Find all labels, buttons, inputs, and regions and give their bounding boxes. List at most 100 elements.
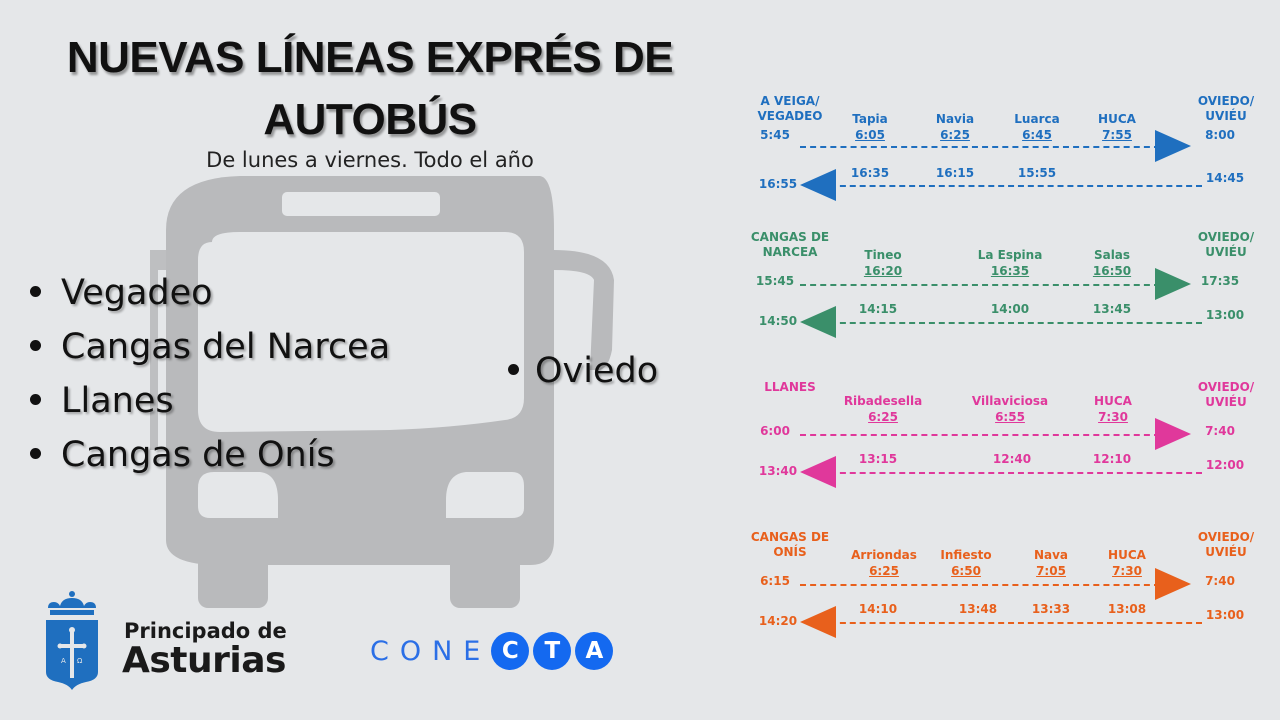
- arrow-left-icon: [800, 306, 836, 338]
- bullet-icon: [30, 393, 41, 405]
- route-stop-name: La Espina: [977, 248, 1043, 262]
- page-title-line2: AUTOBÚS: [263, 95, 477, 144]
- bullet-icon: [30, 285, 41, 297]
- route-origin-time-out: 5:45: [760, 128, 790, 142]
- route-stop-name: Ribadesella: [843, 394, 923, 408]
- page-title-line1: NUEVAS LÍNEAS EXPRÉS DE: [66, 33, 674, 82]
- route-origin-line2: NARCEA: [762, 245, 818, 259]
- route-stop-time-out: 6:55: [995, 410, 1025, 424]
- asturias-shield-icon: A Ω: [46, 591, 98, 690]
- route-destination-label: OVIEDO/UVIÉU: [1198, 380, 1254, 410]
- route-stop-time-out: 7:55: [1102, 128, 1132, 142]
- route-origin-label: A VEIGA/VEGADEO: [750, 94, 830, 124]
- route-stop-time-back: 12:10: [1092, 452, 1132, 466]
- route-stop-time-out: 16:35: [990, 264, 1030, 278]
- arrow-right-icon: [1155, 130, 1191, 162]
- route-stop-name: Nava: [1033, 548, 1069, 562]
- route-origin-line2: ONÍS: [773, 545, 807, 559]
- route-stop-time-back: 13:08: [1107, 602, 1147, 616]
- route-stop-time-back: 13:45: [1092, 302, 1132, 316]
- route-origin-line2: VEGADEO: [757, 109, 823, 123]
- route-destination-time-out: 7:40: [1205, 424, 1235, 438]
- route-stop-name: Salas: [1093, 248, 1131, 262]
- route-stop-time-back: 12:40: [992, 452, 1032, 466]
- return-dashed-line: [830, 622, 1202, 624]
- destination-item: Oviedo: [508, 344, 658, 398]
- outbound-dashed-line: [800, 146, 1160, 148]
- route-destination-time-back: 14:45: [1205, 171, 1245, 185]
- route-destination-line2: UVIÉU: [1205, 395, 1247, 409]
- route-destination-line1: OVIEDO/: [1197, 380, 1255, 394]
- route-destination-line2: UVIÉU: [1205, 245, 1247, 259]
- route-stop-time-out: 6:45: [1022, 128, 1052, 142]
- route-origin-line1: LLANES: [764, 380, 816, 394]
- origin-list: Vegadeo Cangas del Narcea Llanes Cangas …: [30, 266, 390, 482]
- route-stop-time-out: 16:20: [863, 264, 903, 278]
- route-stop-time-out: 6:25: [868, 410, 898, 424]
- bus-icon: [150, 176, 614, 608]
- route-origin-line1: CANGAS DE: [750, 230, 830, 244]
- route-origin-line1: A VEIGA/: [760, 94, 820, 108]
- arrow-right-icon: [1155, 268, 1191, 300]
- route-destination-line1: OVIEDO/: [1197, 230, 1255, 244]
- bullet-icon: [508, 363, 519, 375]
- arrow-right-icon: [1155, 568, 1191, 600]
- route-stop-name: Villaviciosa: [971, 394, 1049, 408]
- route-stop-name: Tapia: [852, 112, 888, 126]
- route-stop-time-back: 13:15: [858, 452, 898, 466]
- route-stop-time-back: 13:33: [1031, 602, 1071, 616]
- route-stop-name: Luarca: [1014, 112, 1060, 126]
- origin-item: Cangas de Onís: [30, 428, 390, 482]
- origin-item: Cangas del Narcea: [30, 320, 390, 374]
- route-destination-line1: OVIEDO/: [1197, 94, 1255, 108]
- route-stop-time-out: 6:25: [869, 564, 899, 578]
- route-stop-time-back: 16:15: [935, 166, 975, 180]
- bullet-icon: [30, 339, 41, 351]
- route-vegadeo: A VEIGA/VEGADEO 5:45 OVIEDO/UVIÉU 8:00 Tapia…: [750, 92, 1270, 222]
- route-origin-time-back: 14:50: [758, 314, 798, 328]
- route-stop-time-back: 15:55: [1017, 166, 1057, 180]
- route-stop-time-out: 16:50: [1092, 264, 1132, 278]
- route-destination-label: OVIEDO/UVIÉU: [1198, 230, 1254, 260]
- return-dashed-line: [830, 472, 1202, 474]
- route-stop-name: HUCA: [1094, 394, 1132, 408]
- route-stop-time-back: 14:00: [990, 302, 1030, 316]
- route-origin-label: LLANES: [750, 380, 830, 395]
- route-stop-name: HUCA: [1098, 112, 1136, 126]
- bullet-icon: [30, 447, 41, 459]
- route-stop-time-back: 14:15: [858, 302, 898, 316]
- route-origin-time-back: 14:20: [758, 614, 798, 628]
- asturias-logo-line2: Asturias: [122, 640, 286, 681]
- route-stop-name: Arriondas: [851, 548, 917, 562]
- route-origin-time-back: 13:40: [758, 464, 798, 478]
- outbound-dashed-line: [800, 284, 1160, 286]
- route-destination-time-out: 8:00: [1205, 128, 1235, 142]
- route-stop-time-out: 7:30: [1112, 564, 1142, 578]
- return-dashed-line: [830, 322, 1202, 324]
- route-stop-time-back: 16:35: [850, 166, 890, 180]
- route-destination-time-back: 13:00: [1205, 608, 1245, 622]
- route-origin-line1: CANGAS DE: [750, 530, 830, 544]
- route-stop-name: HUCA: [1108, 548, 1146, 562]
- arrow-right-icon: [1155, 418, 1191, 450]
- asturias-logo-line1: Principado de: [124, 619, 287, 643]
- route-stop-time-out: 6:05: [855, 128, 885, 142]
- route-stop-time-back: 13:48: [958, 602, 998, 616]
- arrow-left-icon: [800, 169, 836, 201]
- route-destination-time-out: 17:35: [1200, 274, 1240, 288]
- route-stop-time-out: 7:05: [1036, 564, 1066, 578]
- arrow-left-icon: [800, 606, 836, 638]
- page-subtitle: De lunes a viernes. Todo el año: [206, 148, 534, 172]
- route-stop-name: Tineo: [864, 248, 902, 262]
- return-dashed-line: [830, 185, 1202, 187]
- route-destination-time-back: 12:00: [1205, 458, 1245, 472]
- route-stop-time-out: 6:25: [940, 128, 970, 142]
- route-destination-line2: UVIÉU: [1205, 109, 1247, 123]
- arrow-left-icon: [800, 456, 836, 488]
- route-destination-time-back: 13:00: [1205, 308, 1245, 322]
